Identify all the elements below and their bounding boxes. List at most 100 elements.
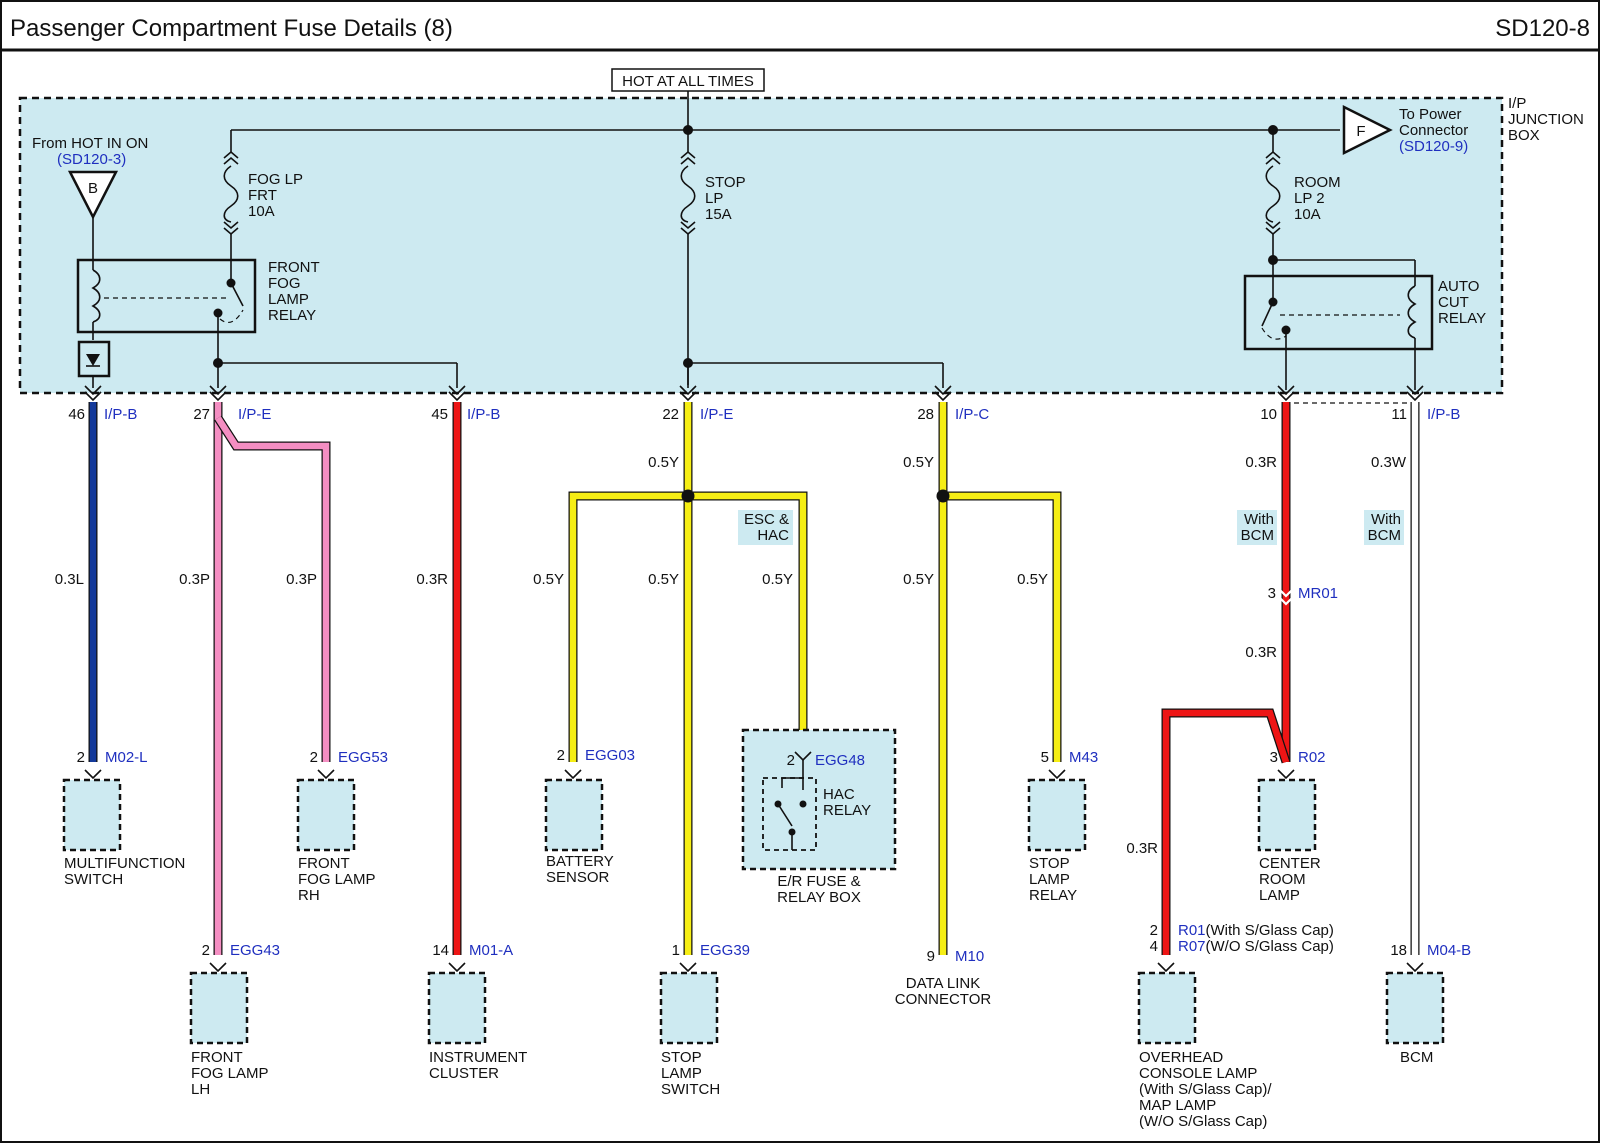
component-name: BATTERY — [546, 853, 614, 870]
pin-number: 14 — [432, 942, 449, 959]
svg-text:HAC: HAC — [757, 527, 789, 544]
connector-id: EGG48 — [815, 752, 865, 769]
svg-text:45: 45 — [431, 406, 448, 423]
power-connector-triangle — [1342, 104, 1393, 156]
component-name: LAMP — [661, 1065, 702, 1082]
svg-text:0.3W: 0.3W — [1371, 454, 1407, 471]
svg-text:RELAY: RELAY — [823, 802, 871, 819]
pin-number: 2 — [787, 752, 795, 769]
connector-id: EGG53 — [338, 749, 388, 766]
svg-text:I/P-B: I/P-B — [1427, 406, 1460, 423]
svg-text:0.3P: 0.3P — [286, 571, 317, 588]
connector-box — [189, 971, 249, 1045]
svg-text:I/P-B: I/P-B — [467, 406, 500, 423]
connector-id: EGG39 — [700, 942, 750, 959]
connector-box — [659, 971, 719, 1045]
component-name: E/R FUSE & — [777, 873, 860, 890]
connector-id: R02 — [1298, 749, 1326, 766]
inline-connector-mr01: 3 MR01 — [1268, 585, 1338, 606]
component-name: LH — [191, 1081, 210, 1098]
pin-number: 2 — [202, 942, 210, 959]
connector-box — [62, 778, 122, 852]
svg-text:0.3L: 0.3L — [55, 571, 84, 588]
connector-box — [1385, 971, 1445, 1045]
jb-pin-labels: 46 I/P-B 27 I/P-E 45 I/P-B 22 I/P-E 28 I… — [68, 406, 1460, 423]
component-name: FRONT — [298, 855, 350, 872]
component-name: CONNECTOR — [895, 991, 992, 1008]
connector-box — [1137, 971, 1197, 1045]
component-name: LAMP — [1029, 871, 1070, 888]
fuse-fog-lp: FOG LP FRT 10A — [223, 130, 303, 283]
connector-id: R07(W/O S/Glass Cap) — [1178, 938, 1334, 955]
svg-text:RELAY: RELAY — [1438, 310, 1486, 327]
svg-text:0.5Y: 0.5Y — [903, 454, 934, 471]
wire-28-yellow-split — [943, 491, 1062, 762]
component-name: CENTER — [1259, 855, 1321, 872]
component-name: MAP LAMP — [1139, 1097, 1216, 1114]
svg-text:15A: 15A — [705, 206, 732, 223]
component-name: FRONT — [191, 1049, 243, 1066]
component-name: (W/O S/Glass Cap) — [1139, 1113, 1267, 1130]
svg-text:STOP: STOP — [705, 174, 746, 191]
svg-text:3: 3 — [1268, 585, 1276, 602]
svg-text:HAC: HAC — [823, 786, 855, 803]
connector-id: EGG03 — [585, 747, 635, 764]
component-name: OVERHEAD — [1139, 1049, 1223, 1066]
svg-text:0.5Y: 0.5Y — [648, 571, 679, 588]
component-name: BCM — [1400, 1049, 1433, 1066]
feed-in-label: From HOT IN ON — [32, 135, 148, 152]
svg-text:I/P-C: I/P-C — [955, 406, 989, 423]
component-name: FOG LAMP — [298, 871, 376, 888]
ip-junction-box — [18, 96, 1504, 395]
feed-out-label: To Power — [1399, 106, 1462, 123]
connector-box — [427, 971, 487, 1045]
connector-box — [1027, 778, 1087, 852]
er-fuse-relay-box: HAC RELAY — [741, 728, 897, 871]
pin-number: 9 — [927, 948, 935, 965]
svg-text:0.5Y: 0.5Y — [903, 571, 934, 588]
pin-number: 18 — [1390, 942, 1407, 959]
svg-text:LP 2: LP 2 — [1294, 190, 1325, 207]
option-with-bcm-11: With BCM — [1364, 510, 1404, 545]
splice-28 — [936, 489, 950, 503]
component-name: RH — [298, 887, 320, 904]
page-title: Passenger Compartment Fuse Details (8) — [10, 15, 453, 42]
svg-text:10: 10 — [1260, 406, 1277, 423]
hot-in-on-triangle — [67, 170, 119, 220]
svg-text:I/P-B: I/P-B — [104, 406, 137, 423]
pin-number: 3 — [1270, 749, 1278, 766]
svg-text:BOX: BOX — [1508, 127, 1540, 144]
svg-text:10A: 10A — [1294, 206, 1321, 223]
svg-text:JUNCTION: JUNCTION — [1508, 111, 1584, 128]
component-name: FOG LAMP — [191, 1065, 269, 1082]
component-name: DATA LINK — [906, 975, 980, 992]
fuse-room-lp2: ROOM LP 2 10A — [1265, 130, 1341, 265]
connector-id: R01(With S/Glass Cap) — [1178, 922, 1334, 939]
svg-text:With: With — [1244, 511, 1274, 528]
component-name: SENSOR — [546, 869, 610, 886]
svg-text:I/P-E: I/P-E — [238, 406, 271, 423]
splice-22 — [681, 489, 695, 503]
svg-text:0.3R: 0.3R — [416, 571, 448, 588]
svg-text:LAMP: LAMP — [268, 291, 309, 308]
component-name: LAMP — [1259, 887, 1300, 904]
option-esc-hac: ESC & HAC — [738, 510, 793, 545]
component-name: RELAY BOX — [777, 889, 861, 906]
pin-number: 5 — [1041, 749, 1049, 766]
pin-number: 4 — [1150, 938, 1158, 955]
wire-labels: 0.3L 0.3P 0.3P 0.3R 0.5Y 0.5Y 0.5Y 0.5Y … — [55, 454, 1407, 857]
feed-out-ref: (SD120-9) — [1399, 138, 1468, 155]
svg-text:27: 27 — [193, 406, 210, 423]
svg-text:FOG: FOG — [268, 275, 301, 292]
svg-text:0.5Y: 0.5Y — [1017, 571, 1048, 588]
svg-text:BCM: BCM — [1368, 527, 1401, 544]
